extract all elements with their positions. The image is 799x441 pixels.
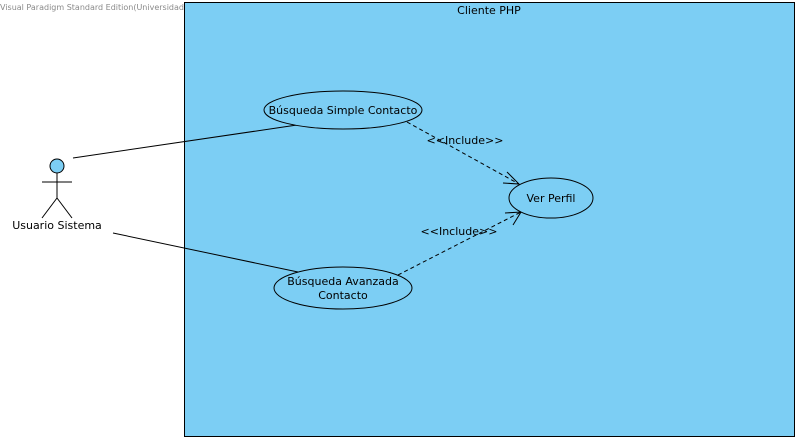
use-case-ellipse [273,266,413,310]
include-dashed-line [406,121,520,185]
use-case-label: Búsqueda Simple Contacto [269,104,418,117]
actor-head [49,158,65,174]
system-boundary[interactable]: Cliente PHP [184,2,795,437]
use-case-ellipse [508,177,594,219]
system-title: Cliente PHP [457,4,521,17]
include-dashed-line [397,211,522,276]
actor-usuario-sistema[interactable]: Usuario Sistema [12,158,102,232]
use-case-busqueda-simple[interactable]: Búsqueda Simple Contacto [263,90,423,130]
use-case-label-line-2: Contacto [318,289,368,302]
actor-right-leg [56,197,73,219]
system-boundary-box [184,2,795,437]
edition-watermark: Visual Paradigm Standard Edition(Univers… [0,3,247,12]
use-case-ver-perfil[interactable]: Ver Perfil [508,177,594,219]
arrowhead-icon [502,171,521,185]
association-line-simple[interactable] [72,124,298,159]
actor-name: Usuario Sistema [12,219,102,232]
actor-left-leg [41,197,58,219]
use-case-busqueda-avanzada[interactable]: Búsqueda Avanzada Contacto [273,266,413,310]
use-case-ellipse [263,90,423,130]
use-case-label-line-1: Búsqueda Avanzada [287,275,399,288]
include-stereotype-label: <<Include>> [421,225,498,238]
use-case-label: Ver Perfil [527,192,576,205]
stick-figure-actor-icon [41,158,73,219]
association-line-avanzada[interactable] [112,232,299,273]
include-stereotype-label: <<Include>> [427,134,504,147]
include-relationship-simple[interactable]: <<Include>> [406,121,521,185]
